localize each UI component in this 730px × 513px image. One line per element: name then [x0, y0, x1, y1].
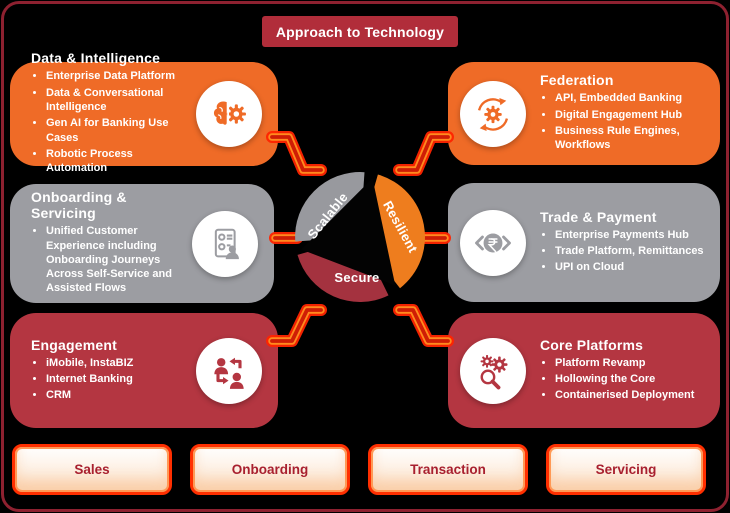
card-title: Federation — [540, 72, 614, 89]
bullet-item: CRM — [46, 388, 194, 402]
bullet-item: Robotic Process Automation — [46, 147, 194, 176]
segment-label-secure: Secure — [334, 270, 379, 285]
id-card-people-icon — [192, 210, 258, 277]
card-title: Data & Intelligence — [31, 50, 161, 67]
card-data-intelligence: Data & Intelligence Enterprise Data Plat… — [10, 50, 278, 174]
bullet-item: Data & Conversational Intelligence — [46, 86, 194, 115]
journey-buttons: Sales Onboarding Transaction Servicing — [12, 444, 706, 495]
card-bullets: Unified Customer Experience including On… — [31, 224, 190, 295]
card-title: Onboarding & Servicing — [31, 189, 127, 222]
triangle-circle: Scalable Resilient Secure — [295, 172, 425, 302]
triangle-segment-resilient — [360, 174, 425, 289]
rupee-coin-icon — [460, 209, 526, 276]
bullet-item: Digital Engagement Hub — [555, 108, 715, 122]
people-exchange-icon — [196, 337, 262, 404]
bullet-item: Containerised Deployment — [555, 388, 715, 402]
brain-gear-icon — [196, 81, 262, 147]
connector-top-right — [399, 137, 448, 170]
segment-label-scalable: Scalable — [304, 190, 350, 242]
gear-refresh-icon — [460, 80, 526, 147]
card-federation: Federation API, Embedded Banking Digital… — [448, 62, 720, 165]
servicing-button[interactable]: Servicing — [546, 444, 706, 495]
card-engagement: Engagement iMobile, InstaBIZ Internet Ba… — [10, 313, 278, 428]
connector-bottom-left — [272, 310, 321, 341]
bullet-item: Unified Customer Experience including On… — [46, 224, 190, 295]
card-bullets: Enterprise Payments Hub Trade Platform, … — [540, 228, 715, 275]
sales-button[interactable]: Sales — [12, 444, 172, 495]
card-onboarding-servicing: Onboarding & Servicing Unified Customer … — [10, 184, 274, 303]
gears-magnifier-icon — [460, 337, 526, 404]
bullet-item: Gen AI for Banking Use Cases — [46, 116, 194, 145]
card-title: Engagement — [31, 336, 118, 353]
segment-label-resilient: Resilient — [380, 198, 421, 255]
card-title: Core Platforms — [540, 336, 644, 353]
card-trade-payment: Trade & Payment Enterprise Payments Hub … — [448, 183, 720, 302]
bullet-item: UPI on Cloud — [555, 260, 715, 274]
connector-bottom-right — [399, 310, 448, 341]
card-bullets: API, Embedded Banking Digital Engagement… — [540, 91, 715, 152]
page-title: Approach to Technology — [262, 16, 458, 47]
connector-pipes — [272, 137, 448, 341]
bullet-item: iMobile, InstaBIZ — [46, 356, 194, 370]
triangle-center-void — [301, 178, 396, 286]
triangle-segment-secure — [297, 237, 389, 302]
card-title: Trade & Payment — [540, 208, 657, 225]
bullet-item: Trade Platform, Remittances — [555, 244, 715, 258]
bullet-item: API, Embedded Banking — [555, 91, 715, 105]
connector-top-left — [272, 137, 321, 170]
card-bullets: Enterprise Data Platform Data & Conversa… — [31, 69, 194, 175]
card-core-platforms: Core Platforms Platform Revamp Hollowing… — [448, 313, 720, 428]
onboarding-button[interactable]: Onboarding — [190, 444, 350, 495]
card-bullets: iMobile, InstaBIZ Internet Banking CRM — [31, 356, 194, 403]
bullet-item: Enterprise Payments Hub — [555, 228, 715, 242]
card-bullets: Platform Revamp Hollowing the Core Conta… — [540, 356, 715, 403]
bullet-item: Business Rule Engines, Workflows — [555, 124, 715, 153]
bullet-item: Hollowing the Core — [555, 372, 715, 386]
bullet-item: Platform Revamp — [555, 356, 715, 370]
bullet-item: Internet Banking — [46, 372, 194, 386]
triangle-segment-scalable — [295, 172, 365, 242]
transaction-button[interactable]: Transaction — [368, 444, 528, 495]
bullet-item: Enterprise Data Platform — [46, 69, 194, 83]
